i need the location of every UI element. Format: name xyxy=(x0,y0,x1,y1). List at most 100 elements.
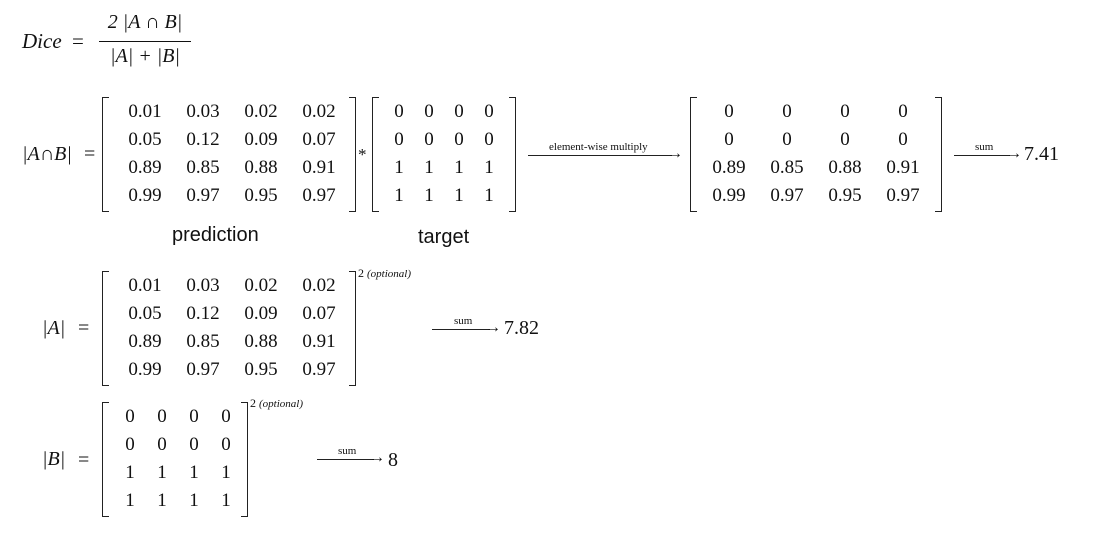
matrix-cell: 1 xyxy=(484,157,494,178)
sum-arrow-label: sum xyxy=(338,445,357,457)
matrix-cell: 0 xyxy=(424,101,434,122)
matrix-cell: 1 xyxy=(221,462,231,483)
matrix-cell: 0.02 xyxy=(302,275,336,296)
bracket-left xyxy=(102,402,109,517)
sum-arrow xyxy=(432,329,490,330)
matrix-cell: 0.12 xyxy=(186,303,220,324)
matrix-cell: 0.89 xyxy=(128,331,162,352)
sum-arrow xyxy=(954,155,1010,156)
matrix-cell: 0.05 xyxy=(128,303,162,324)
matrix-cells: 0 0 0 0 0 0 0 0 1 1 1 1 1 1 1 1 xyxy=(114,403,242,515)
set-a-equals: = xyxy=(78,317,90,339)
matrix-cell: 0 xyxy=(125,434,135,455)
dice-equals: = xyxy=(72,29,84,53)
matrix-cell: 0 xyxy=(157,406,167,427)
matrix-cell: 0.88 xyxy=(244,331,278,352)
matrix-cell: 1 xyxy=(424,157,434,178)
bracket-left xyxy=(372,97,379,212)
prediction-matrix: 0.01 0.03 0.02 0.02 0.05 0.12 0.09 0.07 … xyxy=(102,97,356,212)
matrix-cell: 0.95 xyxy=(244,185,278,206)
matrix-cell: 0.12 xyxy=(186,129,220,150)
matrix-cell: 0 xyxy=(898,129,908,150)
matrix-cell: 0.03 xyxy=(186,101,220,122)
dice-label: Dice xyxy=(22,29,62,53)
set-a-exponent: 2 (optional) xyxy=(358,266,411,281)
matrix-cell: 0.09 xyxy=(244,303,278,324)
bracket-left xyxy=(102,97,109,212)
arrow-head-icon: → xyxy=(369,449,385,466)
matrix-cell: 1 xyxy=(221,490,231,511)
intersection-equals: = xyxy=(84,143,96,165)
matrix-cell: 1 xyxy=(125,462,135,483)
arrow-head-icon: → xyxy=(667,145,683,162)
set-a-label: |A| xyxy=(42,317,66,339)
matrix-cell: 0.85 xyxy=(186,157,220,178)
matrix-cell: 0 xyxy=(424,129,434,150)
matrix-cell: 0.01 xyxy=(128,275,162,296)
matrix-cell: 0 xyxy=(840,129,850,150)
matrix-cell: 0 xyxy=(221,434,231,455)
matrix-cell: 0.02 xyxy=(302,101,336,122)
matrix-cell: 0.97 xyxy=(302,359,336,380)
matrix-cell: 1 xyxy=(189,462,199,483)
set-b-sum-value: 8 xyxy=(388,449,398,471)
matrix-cell: 0 xyxy=(840,101,850,122)
dice-denominator: |A| + |B| xyxy=(110,45,180,67)
exponent-value: 2 xyxy=(358,266,364,280)
matrix-cell: 0.95 xyxy=(244,359,278,380)
multiply-symbol: * xyxy=(358,145,367,164)
bracket-right xyxy=(935,97,942,212)
target-label: target xyxy=(418,226,470,248)
dice-numerator: 2 |A ∩ B| xyxy=(107,11,183,33)
matrix-cell: 0.91 xyxy=(302,331,336,352)
matrix-cell: 0.89 xyxy=(712,157,746,178)
matrix-cell: 1 xyxy=(454,185,464,206)
matrix-cell: 0.99 xyxy=(128,359,162,380)
set-b-equals: = xyxy=(78,449,90,471)
matrix-cell: 1 xyxy=(484,185,494,206)
matrix-cell: 0.91 xyxy=(886,157,920,178)
matrix-cell: 0.88 xyxy=(828,157,862,178)
bracket-left xyxy=(102,271,109,386)
multiply-arrow-label: element-wise multiply xyxy=(549,141,648,153)
set-b-matrix: 0 0 0 0 0 0 0 0 1 1 1 1 1 1 1 1 xyxy=(102,402,248,517)
matrix-cell: 0.97 xyxy=(886,185,920,206)
sum-arrow-label: sum xyxy=(454,315,473,327)
target-matrix: 0 0 0 0 0 0 0 0 1 1 1 1 1 1 1 1 xyxy=(372,97,516,212)
matrix-cell: 0.97 xyxy=(770,185,804,206)
matrix-cell: 0 xyxy=(189,406,199,427)
matrix-cell: 0.85 xyxy=(186,331,220,352)
matrix-cell: 0 xyxy=(484,129,494,150)
sum-arrow-label: sum xyxy=(975,141,994,153)
set-b-label: |B| xyxy=(42,448,66,470)
intersection-sum-value: 7.41 xyxy=(1024,143,1059,165)
matrix-cell: 0.05 xyxy=(128,129,162,150)
matrix-cell: 0 xyxy=(782,101,792,122)
bracket-right xyxy=(509,97,516,212)
matrix-cell: 1 xyxy=(125,490,135,511)
matrix-cell: 0.03 xyxy=(186,275,220,296)
bracket-right xyxy=(349,97,356,212)
matrix-cell: 0.07 xyxy=(302,129,336,150)
dice-fraction-bar xyxy=(99,41,191,42)
matrix-cell: 0.99 xyxy=(128,185,162,206)
set-a-sum-value: 7.82 xyxy=(504,317,539,339)
matrix-cell: 0.97 xyxy=(302,185,336,206)
matrix-cell: 0 xyxy=(454,101,464,122)
matrix-cells: 0 0 0 0 0 0 0 0 1 1 1 1 1 1 1 1 xyxy=(384,98,504,210)
matrix-cell: 1 xyxy=(424,185,434,206)
matrix-cell: 0.91 xyxy=(302,157,336,178)
arrow-head-icon: → xyxy=(485,319,501,336)
matrix-cell: 0.02 xyxy=(244,101,278,122)
matrix-cell: 0 xyxy=(394,129,404,150)
sum-arrow xyxy=(317,459,374,460)
set-a-matrix: 0.01 0.03 0.02 0.02 0.05 0.12 0.09 0.07 … xyxy=(102,271,356,386)
matrix-cell: 0 xyxy=(189,434,199,455)
arrow-head-icon: → xyxy=(1006,145,1022,162)
matrix-cell: 1 xyxy=(157,462,167,483)
matrix-cells: 0.01 0.03 0.02 0.02 0.05 0.12 0.09 0.07 … xyxy=(116,98,348,210)
matrix-cell: 0 xyxy=(782,129,792,150)
intersection-label: |A∩B| xyxy=(22,143,72,165)
matrix-cell: 0 xyxy=(898,101,908,122)
set-b-exponent: 2 (optional) xyxy=(250,396,303,411)
